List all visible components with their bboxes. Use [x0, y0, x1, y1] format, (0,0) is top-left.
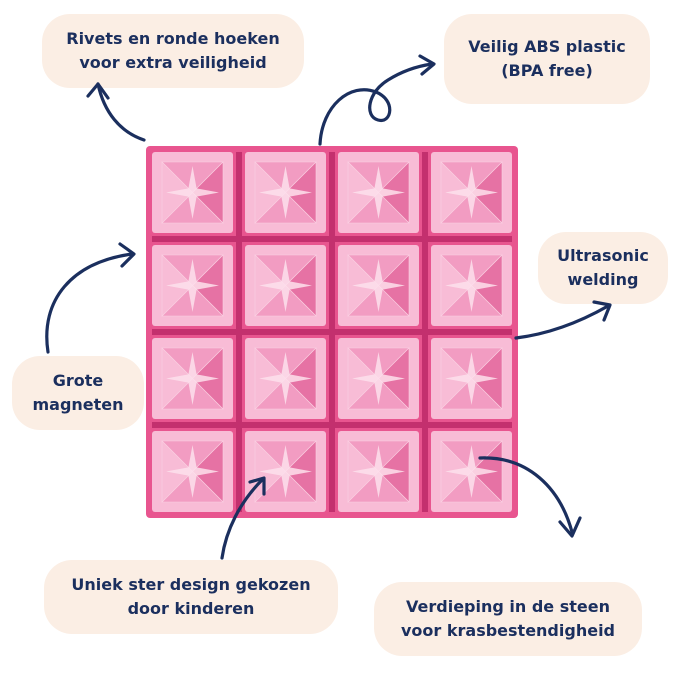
- arrow-depth-head: [558, 516, 582, 538]
- star-icon: [166, 166, 219, 219]
- star-icon: [259, 259, 312, 312]
- star-icon: [259, 166, 312, 219]
- callout-abs-line-2: (BPA free): [501, 61, 593, 80]
- star-icon: [166, 259, 219, 312]
- callout-depth-line-2: voor krasbestendigheid: [400, 621, 615, 640]
- star-icon: [166, 352, 219, 405]
- star-icon: [445, 166, 498, 219]
- callout-rivets-line-2: voor extra veiligheid: [79, 53, 267, 72]
- tile: [152, 431, 233, 512]
- star-icon: [352, 352, 405, 405]
- arrow-magnets: [45, 252, 134, 354]
- tile: [152, 152, 233, 233]
- tile: [338, 431, 419, 512]
- callout-rivets: Rivets en ronde hoeken voor extra veilig…: [42, 14, 304, 88]
- star-icon: [259, 445, 312, 498]
- groove-horizontal: [152, 422, 512, 428]
- star-icon: [352, 445, 405, 498]
- tile: [152, 338, 233, 419]
- arrow-magnets-head: [118, 242, 136, 268]
- star-icon: [166, 445, 219, 498]
- arrow-abs: [318, 62, 434, 146]
- arrow-ultrasonic-head: [592, 300, 612, 322]
- star-icon: [445, 445, 498, 498]
- callout-star-line-1: Uniek ster design gekozen: [71, 575, 311, 594]
- callout-magnets: Grote magneten: [12, 356, 144, 430]
- tile: [338, 152, 419, 233]
- star-icon: [352, 166, 405, 219]
- callout-depth-line-1: Verdieping in de steen: [406, 597, 610, 616]
- callout-depth: Verdieping in de steen voor krasbestendi…: [374, 582, 642, 656]
- tile: [338, 245, 419, 326]
- callout-ultrasonic-welding: Ultrasonic welding: [538, 232, 668, 304]
- callout-star-design: Uniek ster design gekozen door kinderen: [44, 560, 338, 634]
- tile: [431, 245, 512, 326]
- callout-ultrasonic-line-1: Ultrasonic: [557, 246, 649, 265]
- tile: [152, 245, 233, 326]
- callout-star-line-2: door kinderen: [127, 599, 255, 618]
- callout-rivets-line-1: Rivets en ronde hoeken: [66, 29, 280, 48]
- arrow-ultrasonic: [514, 304, 610, 340]
- tile: [245, 338, 326, 419]
- star-icon: [445, 352, 498, 405]
- arrow-rivets: [96, 82, 146, 142]
- groove-horizontal: [152, 329, 512, 335]
- arrow-abs-head: [418, 54, 436, 76]
- callout-abs-plastic: Veilig ABS plastic (BPA free): [444, 14, 650, 104]
- callout-magnets-line-1: Grote: [52, 371, 104, 390]
- tile: [431, 152, 512, 233]
- tile: [338, 338, 419, 419]
- tile: [431, 338, 512, 419]
- star-icon: [259, 352, 312, 405]
- groove-vertical: [422, 152, 428, 512]
- star-icon: [445, 259, 498, 312]
- magnetic-tile-board: [146, 146, 518, 518]
- tile: [431, 431, 512, 512]
- callout-abs-line-1: Veilig ABS plastic: [468, 37, 626, 56]
- tile: [245, 245, 326, 326]
- callout-magnets-line-2: magneten: [32, 395, 124, 414]
- star-icon: [352, 259, 405, 312]
- callout-ultrasonic-line-2: welding: [567, 270, 639, 289]
- tile: [245, 152, 326, 233]
- tile: [245, 431, 326, 512]
